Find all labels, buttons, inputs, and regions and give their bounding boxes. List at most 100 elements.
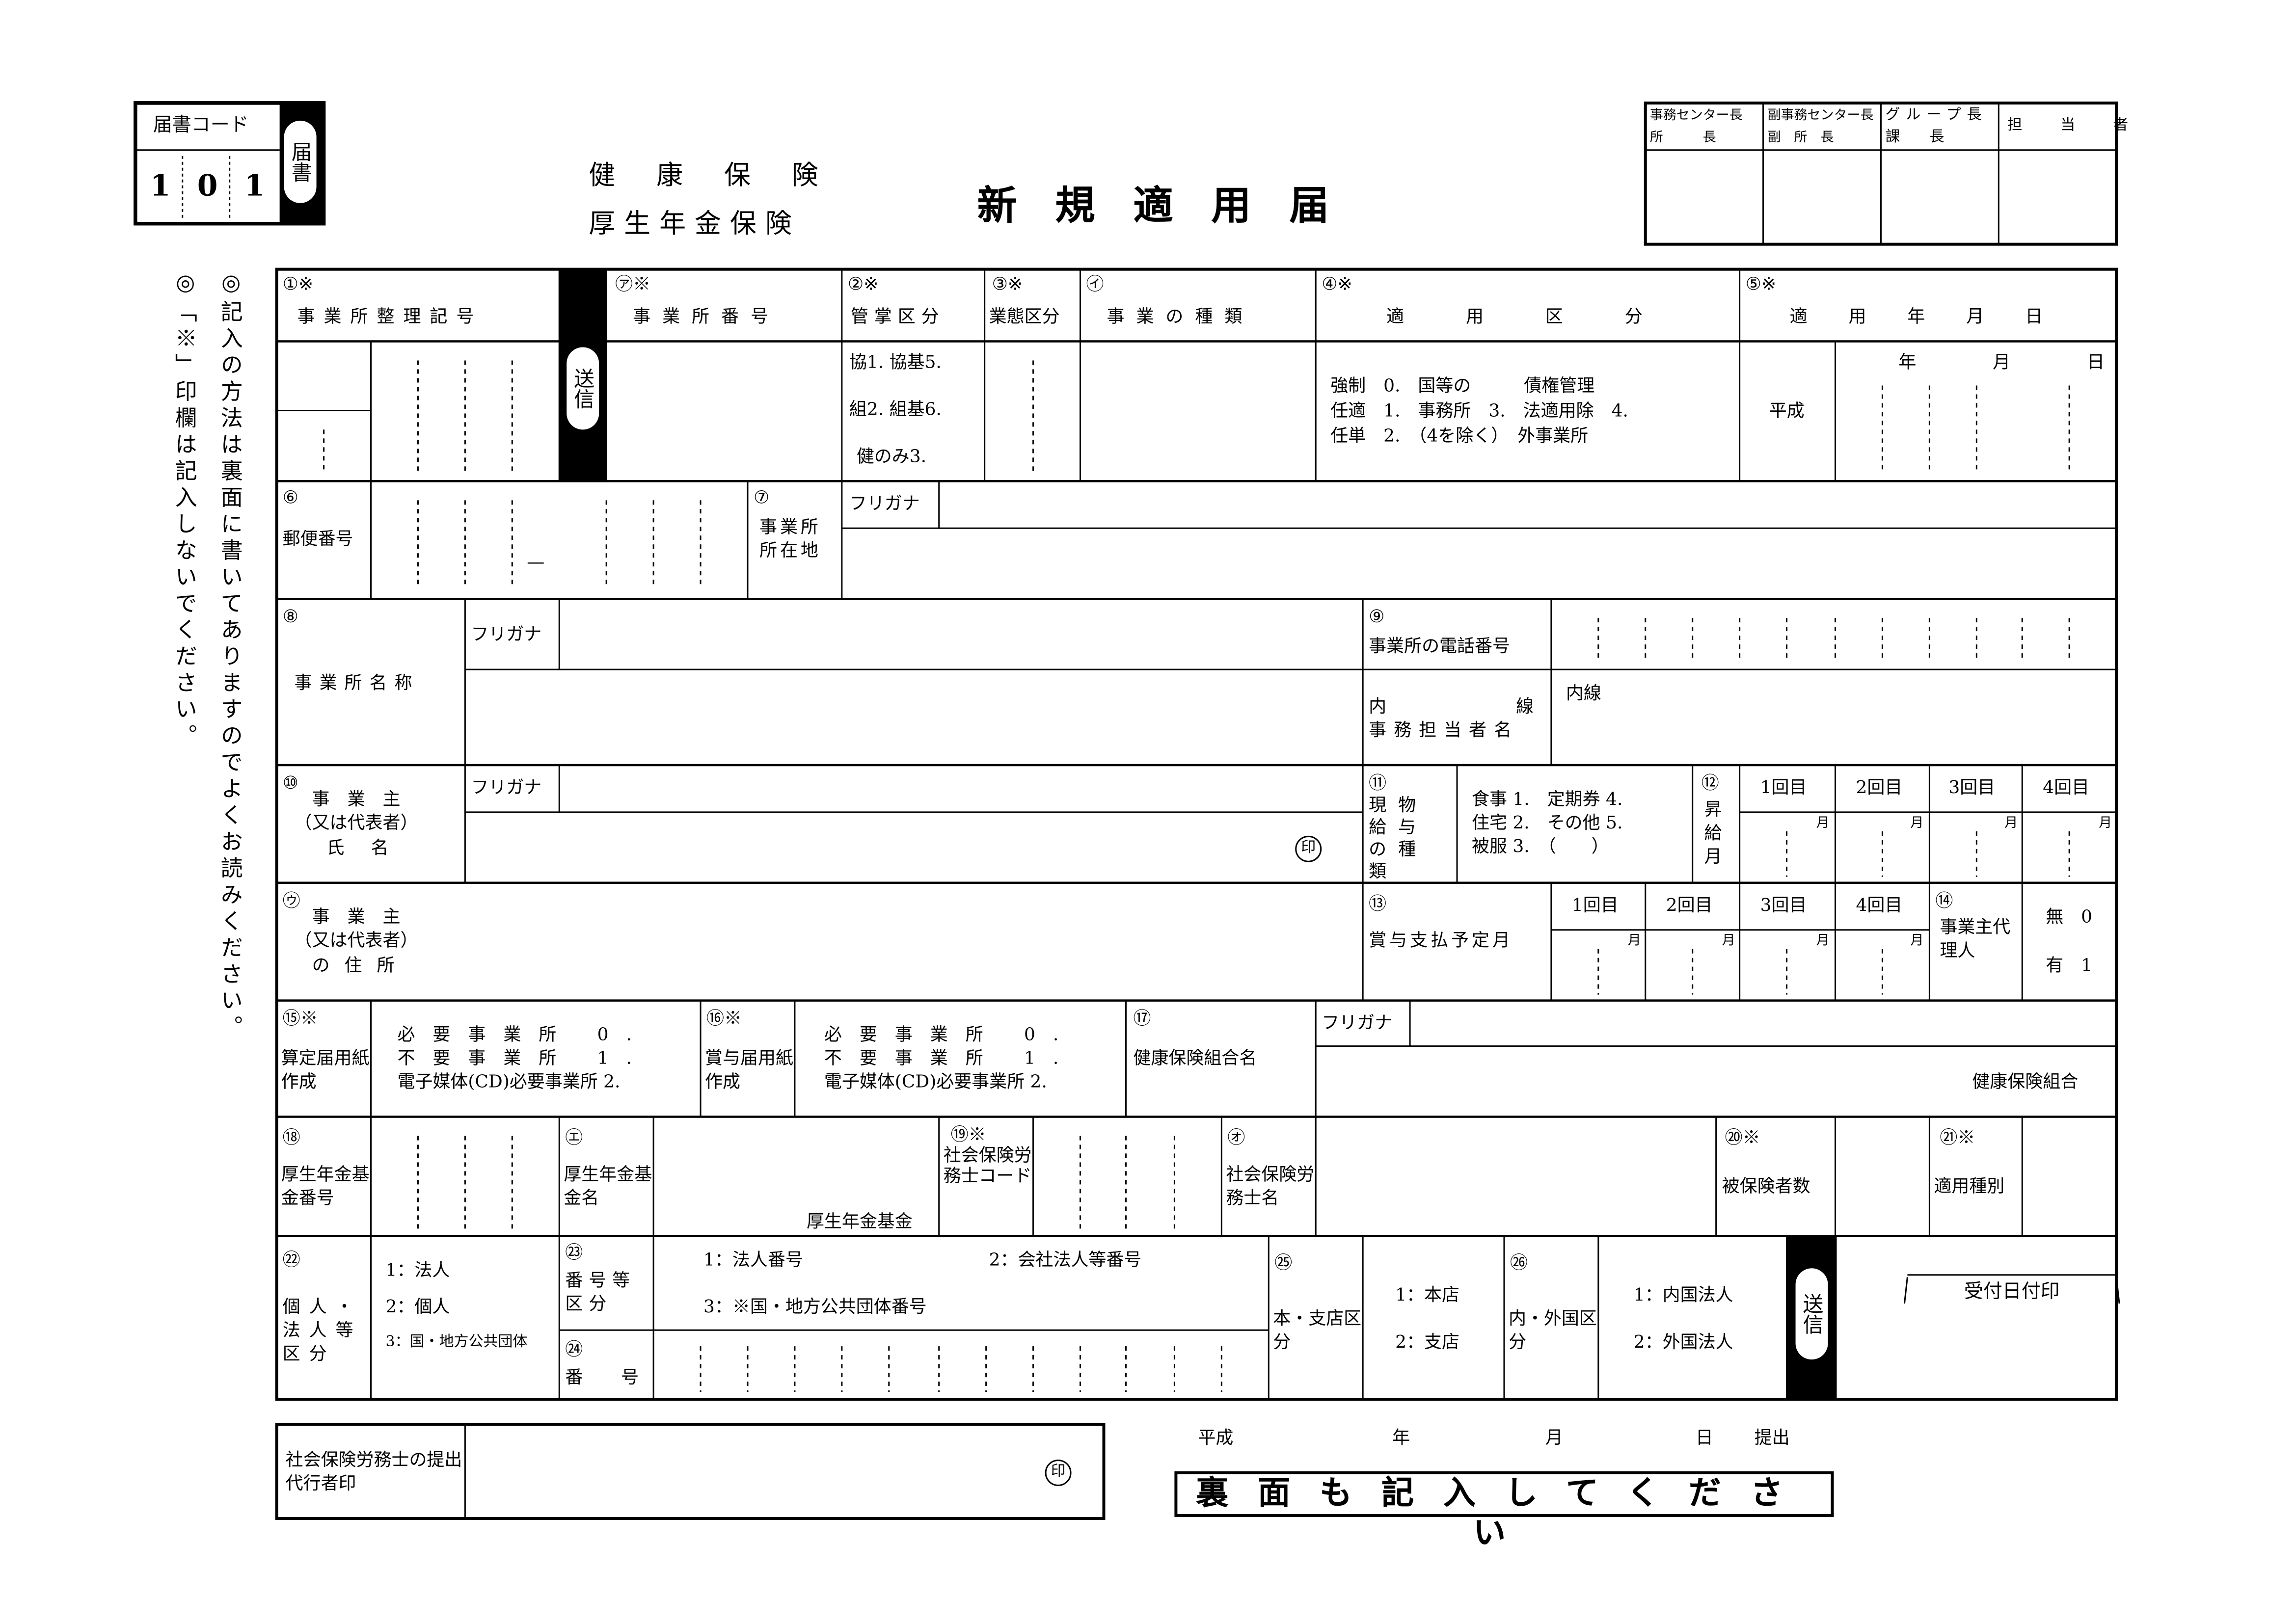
f12-col3: 3回目 <box>1948 776 1996 798</box>
agent-seal-field[interactable] <box>468 1427 1101 1516</box>
f13-col3: 3回目 <box>1760 894 1807 915</box>
f22-o3: 3：国・地方公共団体 <box>385 1334 528 1351</box>
fa-label: 事業所番号 <box>633 306 780 327</box>
received-date-stamp: 受付日付印 <box>1907 1274 2117 1305</box>
fo-label: 社会保険労務士名 <box>1226 1164 1315 1208</box>
f22-no: ㉒ <box>282 1249 300 1270</box>
f13-unit3: 月 <box>1816 934 1830 949</box>
f12-unit2: 月 <box>1910 816 1924 831</box>
agent-label: 社会保険労務士の提出代行者印 <box>285 1449 462 1493</box>
f7-address-field[interactable] <box>845 531 2113 596</box>
f16-no: ⑯※ <box>706 1008 742 1029</box>
f18-label: 厚生年金基金番号 <box>281 1164 370 1208</box>
approval-c2a: 副事務センター長 <box>1767 108 1874 124</box>
header-health: 健康保険 <box>589 160 860 191</box>
f10-seal: 印 <box>1295 835 1322 862</box>
f6-dash: — <box>527 552 545 573</box>
f26-label: 内・外国区分 <box>1508 1308 1597 1353</box>
code-label: 届書コード <box>153 114 249 137</box>
f8-furigana: フリガナ <box>471 624 542 645</box>
f5-no: ⑤※ <box>1745 273 1777 294</box>
f23-label: 番号等区分 <box>565 1270 636 1314</box>
f16-label: 賞与届用紙作成 <box>705 1047 793 1092</box>
fu-l2: （又は代表者） <box>294 930 418 951</box>
f24-no: ㉔ <box>565 1339 583 1360</box>
f17-label: 健康保険組合名 <box>1133 1047 1257 1068</box>
f11-label: 現物給与の種類 <box>1369 794 1428 881</box>
agent-seal: 印 <box>1045 1460 1072 1486</box>
f12-unit4: 月 <box>2099 816 2112 831</box>
fe-no: ㋓ <box>565 1127 583 1148</box>
f17-suffix: 健康保険組合 <box>1972 1071 2079 1092</box>
f25-o2: 2：支店 <box>1395 1331 1459 1353</box>
f2-opt1: 協1. 協基5. <box>849 351 942 372</box>
note-asterisk: ◎「※」印欄は記入しないでください。 <box>172 269 199 750</box>
f4-line2: 任適 1. 事務所 3. 法適用除 4. <box>1330 400 1628 421</box>
f22-label: 個人・法人等区分 <box>282 1296 362 1364</box>
f7-label: 事業所所在地 <box>759 516 821 561</box>
f1-no: ①※ <box>282 273 314 294</box>
send-label-bottom: 送信 <box>1795 1268 1828 1360</box>
f7-furigana: フリガナ <box>849 493 920 514</box>
f13-col2: 2回目 <box>1666 894 1713 915</box>
submit-era: 平成 <box>1198 1427 1234 1448</box>
f13-unit2: 月 <box>1722 934 1735 949</box>
f10-l1: 事業主 <box>312 788 418 809</box>
f2-opt2: 組2. 組基6. <box>849 399 942 420</box>
f25-label: 本・支店区分 <box>1273 1308 1362 1353</box>
f10-l2: （又は代表者） <box>294 812 418 833</box>
f11-line3: 被服 3. （ ） <box>1472 835 1609 856</box>
f26-o1: 1：内国法人 <box>1633 1284 1733 1305</box>
code-digit-1: 1 <box>150 167 171 203</box>
f8-label: 事業所名称 <box>294 672 420 693</box>
approval-c4: 担 当 者 <box>2007 117 2140 134</box>
fu-address-field[interactable] <box>468 886 1360 998</box>
f11-line2: 住宅 2. その他 5. <box>1472 812 1623 833</box>
f5-day: 日 <box>2087 351 2105 372</box>
f16-o2: 不要事業所 1. <box>824 1047 1077 1068</box>
f10-furigana: フリガナ <box>471 776 542 798</box>
f9-no: ⑨ <box>1369 606 1385 627</box>
f4-line3: 任単 2. （4を除く） 外事業所 <box>1330 425 1589 446</box>
f12-col2: 2回目 <box>1856 776 1903 798</box>
f9-staff: 事務担当者名 <box>1369 719 1519 740</box>
f15-no: ⑮※ <box>282 1008 318 1029</box>
f2-label: 管掌区分 <box>850 306 945 327</box>
f16-o3: 電子媒体(CD)必要事業所 2. <box>824 1071 1047 1092</box>
f17-no: ⑰ <box>1133 1008 1151 1029</box>
fo-no: ㋔ <box>1227 1127 1245 1148</box>
f22-o1: 1：法人 <box>385 1259 450 1280</box>
f10-no: ⑩ <box>282 772 298 793</box>
f5-year: 年 <box>1898 351 1917 372</box>
f9-ext-label: 内線 <box>1369 696 1663 717</box>
f17-furigana: フリガナ <box>1322 1012 1393 1033</box>
f6-no: ⑥ <box>282 487 298 508</box>
f2-opt3: 健のみ3. <box>856 446 927 467</box>
f13-unit4: 月 <box>1910 934 1924 949</box>
fe-label: 厚生年金基金名 <box>564 1164 652 1208</box>
f20-no: ⑳※ <box>1725 1127 1760 1148</box>
f12-no: ⑫ <box>1701 772 1719 793</box>
f23-o2: 2：会社法人等番号 <box>989 1249 1142 1270</box>
notice-back-side: 裏面も記入してください <box>1174 1471 1834 1552</box>
f8-name-field[interactable] <box>468 672 1360 762</box>
f3-no: ③※ <box>992 273 1023 294</box>
f14-none: 無 0 <box>2046 906 2093 927</box>
f25-o1: 1：本店 <box>1395 1284 1459 1305</box>
f9-label: 事業所の電話番号 <box>1369 636 1510 657</box>
f4-no: ④※ <box>1322 273 1352 294</box>
f14-label: 事業主代理人 <box>1940 916 2011 961</box>
code-side-label: 届書 <box>284 120 317 203</box>
form-title: 新規適用届 <box>977 184 1368 230</box>
f25-no: ㉕ <box>1274 1252 1293 1273</box>
f13-unit1: 月 <box>1627 934 1641 949</box>
f4-label: 適用区分 <box>1386 306 1704 327</box>
f13-col4: 4回目 <box>1856 894 1903 915</box>
approval-c1b: 所 長 <box>1649 131 1716 146</box>
f12-label: 昇給月 <box>1704 798 1722 867</box>
header-pension: 厚生年金保険 <box>589 209 801 240</box>
f18-no: ⑱ <box>282 1127 300 1148</box>
f4-line1: 強制 0. 国等の 債権管理 <box>1330 375 1595 396</box>
